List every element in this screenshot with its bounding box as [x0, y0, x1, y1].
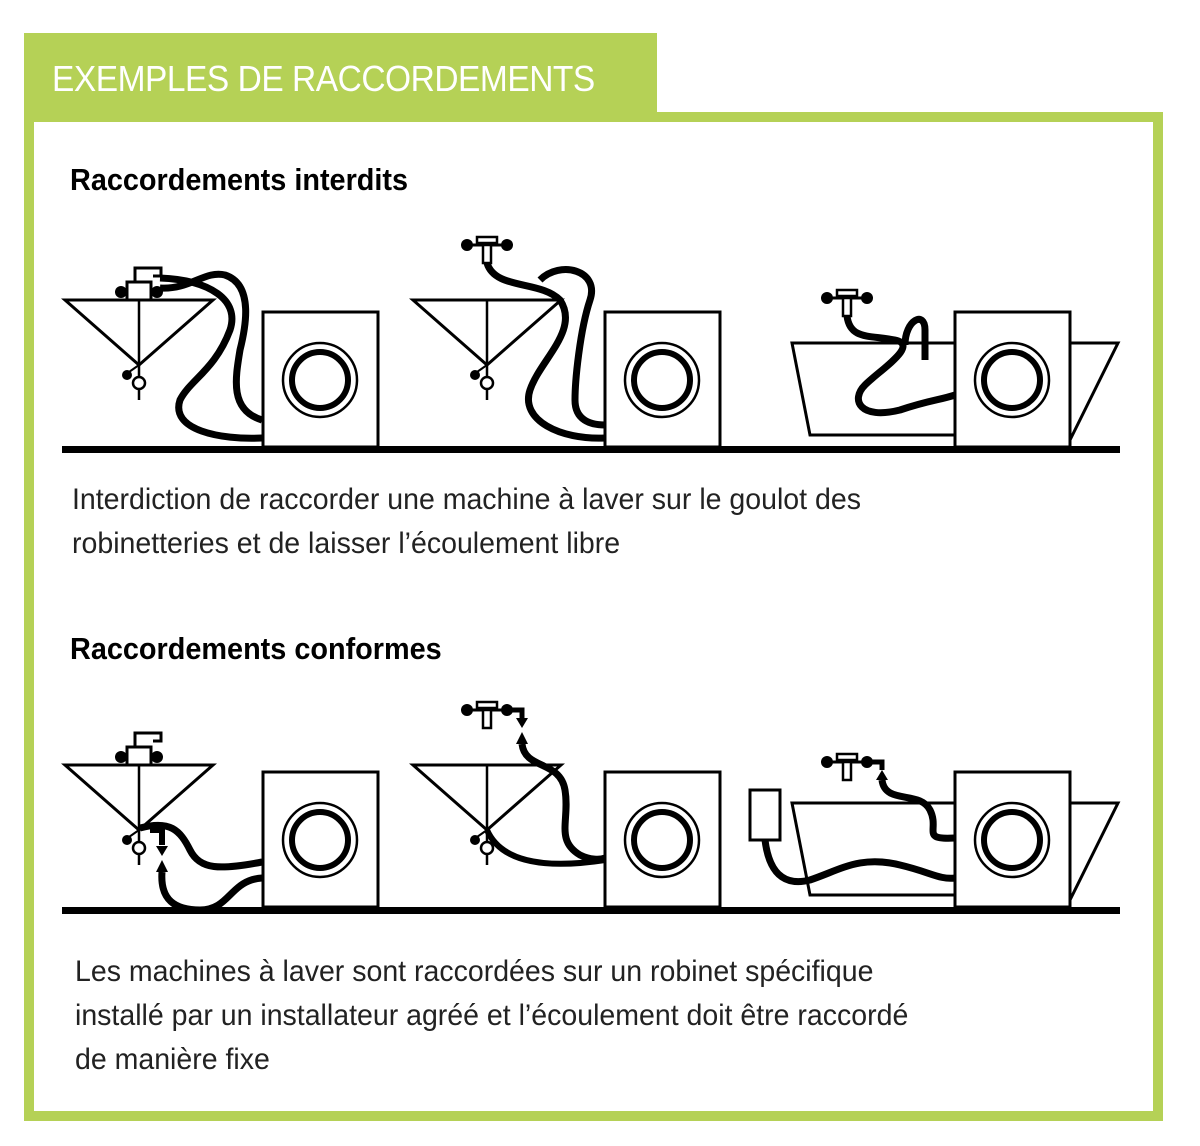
- page-title: EXEMPLES DE RACCORDEMENTS: [52, 58, 595, 99]
- scene-sink-drain: [63, 731, 378, 914]
- compliant-text-line-3: de manière fixe: [75, 1043, 270, 1076]
- content-frame: [24, 112, 1163, 1121]
- scene-bathtub-dedicated-tap: [748, 752, 1121, 907]
- heading-forbidden: Raccordements interdits: [70, 162, 409, 197]
- scene-sink-walltap: [411, 235, 720, 447]
- forbidden-text-line-2: robinetteries et de laisser l’écoulement…: [72, 527, 621, 560]
- forbidden-text-line-1: Interdiction de raccorder une machine à …: [72, 483, 861, 516]
- compliant-text-line-2: installé par un installateur agréé et l’…: [75, 999, 909, 1032]
- floor-line: [62, 446, 1120, 453]
- heading-compliant: Raccordements conformes: [70, 631, 442, 666]
- floor-line: [62, 907, 1120, 914]
- title-tab: [24, 33, 657, 113]
- scene-sink-dedicated-tap: [411, 700, 720, 907]
- scene-bathtub: [790, 288, 1121, 447]
- scene-sink-faucet: [63, 266, 378, 447]
- forbidden-illustrations: [62, 235, 1121, 453]
- compliant-illustrations: [62, 700, 1121, 914]
- compliant-text-line-1: Les machines à laver sont raccordées sur…: [75, 955, 874, 988]
